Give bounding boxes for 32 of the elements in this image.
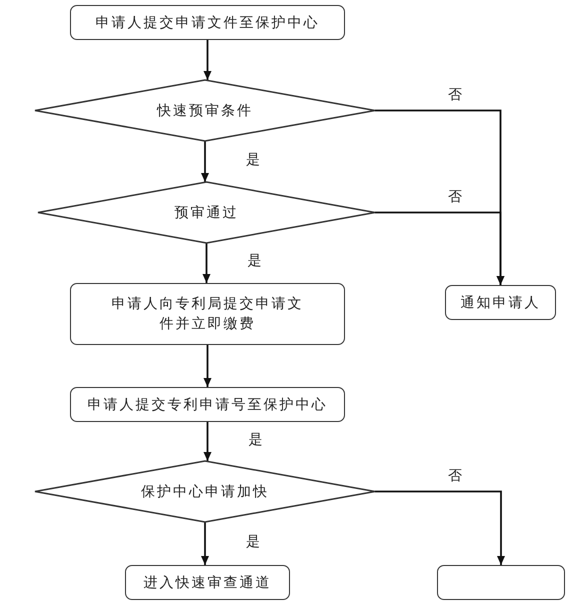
decision-diamond bbox=[35, 80, 375, 141]
arrow bbox=[375, 490, 505, 565]
decision-diamond bbox=[38, 182, 375, 243]
arrow bbox=[204, 345, 212, 387]
edge-label: 否 bbox=[446, 86, 464, 104]
arrow bbox=[204, 422, 212, 461]
process-box bbox=[70, 283, 345, 345]
arrow bbox=[375, 212, 504, 285]
arrow bbox=[202, 243, 210, 283]
edge-label: 否 bbox=[446, 466, 464, 484]
process-box bbox=[445, 285, 556, 320]
node-text: 预审通过 bbox=[174, 204, 238, 222]
process-box bbox=[437, 565, 565, 600]
edge-label: 是 bbox=[246, 430, 264, 448]
process-box bbox=[70, 387, 345, 422]
node-text: 进入快速审查通道 bbox=[144, 574, 272, 592]
node-text: 快速预审条件 bbox=[157, 102, 253, 120]
node-text: 保护中心申请加快 bbox=[141, 482, 269, 502]
process-box bbox=[125, 565, 290, 600]
edge-label: 是 bbox=[244, 532, 262, 550]
edge-label: 否 bbox=[446, 188, 464, 206]
edge-label: 是 bbox=[246, 252, 264, 270]
arrow bbox=[201, 522, 209, 565]
process-box bbox=[70, 5, 345, 40]
arrow bbox=[201, 141, 209, 182]
node-text: 申请人提交申请文件至保护中心 bbox=[96, 14, 320, 32]
arrow bbox=[204, 40, 212, 80]
node-text: 申请人提交专利申请号至保护中心 bbox=[88, 396, 328, 414]
edge-label: 是 bbox=[244, 150, 262, 168]
node-text: 通知申请人 bbox=[460, 294, 540, 312]
node-text: 申请人向专利局提交申请文件并立即缴费 bbox=[111, 295, 304, 334]
decision-diamond bbox=[35, 461, 375, 522]
